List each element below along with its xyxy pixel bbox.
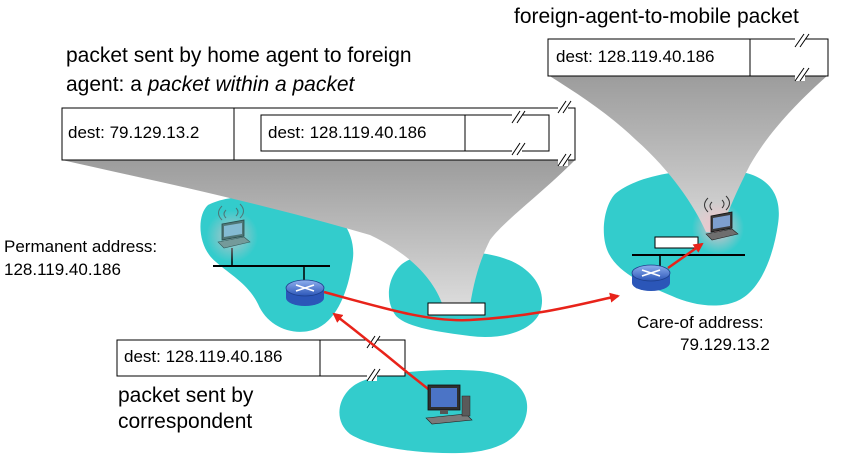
laptop-icon <box>206 210 258 262</box>
care-of-address-title: Care-of address: <box>637 313 764 332</box>
correspondent-packet <box>116 335 406 382</box>
permanent-address-title: Permanent address: <box>4 237 158 256</box>
router-icon <box>631 264 671 291</box>
home-to-foreign-caption-emphasis: packet within a packet <box>147 73 355 96</box>
wireless-signal-icon <box>704 195 730 213</box>
care-of-address-value: 79.129.13.2 <box>680 335 770 354</box>
home-to-foreign-tunnel-arrow <box>323 290 620 322</box>
foreign-to-mobile-packet <box>547 33 829 82</box>
correspondent-network-cloud <box>339 370 528 454</box>
home-to-foreign-caption-line1: packet sent by home agent to foreign <box>66 44 412 67</box>
router-icon <box>285 279 325 306</box>
foreign-to-mobile-packet-zoom-cone <box>548 75 828 232</box>
in-transit-packet-foreign <box>654 236 699 249</box>
outer-packet-dest-field: dest: 79.129.13.2 <box>68 123 200 142</box>
encapsulated-packet-inner <box>260 110 550 156</box>
inner-packet-dest-field: dest: 128.119.40.186 <box>268 123 427 142</box>
correspondent-caption-line1: packet sent by <box>118 384 254 407</box>
correspondent-packet-dest-field: dest: 128.119.40.186 <box>124 347 283 366</box>
foreign-to-mobile-dest-field: dest: 128.119.40.186 <box>556 47 715 66</box>
foreign-agent-to-mobile-arrow <box>667 242 704 270</box>
permanent-address-value: 128.119.40.186 <box>4 260 121 279</box>
home-to-foreign-caption-prefix: agent: a <box>66 73 148 96</box>
foreign-to-mobile-packet-caption: foreign-agent-to-mobile packet <box>514 5 799 28</box>
desktop-computer-icon <box>425 384 473 425</box>
wireless-signal-icon <box>218 203 244 221</box>
correspondent-caption-line2: correspondent <box>118 410 253 433</box>
laptop-icon <box>692 202 744 254</box>
home-to-foreign-caption-line2: agent: a packet within a packet <box>66 72 354 98</box>
correspondent-to-home-arrow <box>332 312 433 393</box>
home-to-foreign-packet-zoom-cone <box>62 160 575 306</box>
in-transit-packet-internet <box>427 302 486 316</box>
